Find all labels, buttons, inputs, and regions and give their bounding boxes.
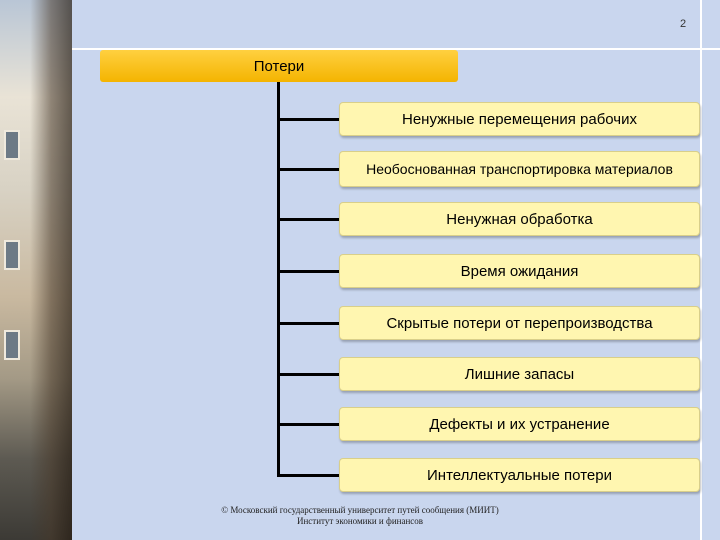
branch-line	[277, 423, 341, 426]
branch-line	[277, 168, 341, 171]
branch-line	[277, 270, 341, 273]
top-rule	[72, 48, 720, 50]
tree-trunk-line	[277, 82, 280, 475]
branch-line	[277, 118, 341, 121]
footer-line-university: © Московский государственный университет…	[221, 505, 499, 515]
branch-line	[277, 373, 341, 376]
background-photo	[0, 0, 72, 540]
tree-trunk	[30, 0, 72, 540]
node-overproduction: Скрытые потери от перепроизводства	[339, 306, 700, 340]
node-transportation: Необоснованная транспортировка материало…	[339, 151, 700, 187]
node-unnecessary-movement: Ненужные перемещения рабочих	[339, 102, 700, 136]
root-node-losses: Потери	[100, 50, 458, 82]
building-window	[4, 330, 20, 360]
branch-line	[277, 322, 341, 325]
footer-line-institute: Институт экономики и финансов	[296, 516, 424, 526]
building-window	[4, 240, 20, 270]
node-defects: Дефекты и их устранение	[339, 407, 700, 441]
node-excess-inventory: Лишние запасы	[339, 357, 700, 391]
node-overprocessing: Ненужная обработка	[339, 202, 700, 236]
branch-line	[277, 218, 341, 221]
page-number: 2	[680, 18, 687, 30]
building-window	[4, 130, 20, 160]
node-waiting: Время ожидания	[339, 254, 700, 288]
footer-copyright: © Московский государственный университет…	[160, 505, 560, 527]
branch-line	[277, 474, 341, 477]
node-intellectual-losses: Интеллектуальные потери	[339, 458, 700, 492]
right-rule	[700, 0, 702, 540]
